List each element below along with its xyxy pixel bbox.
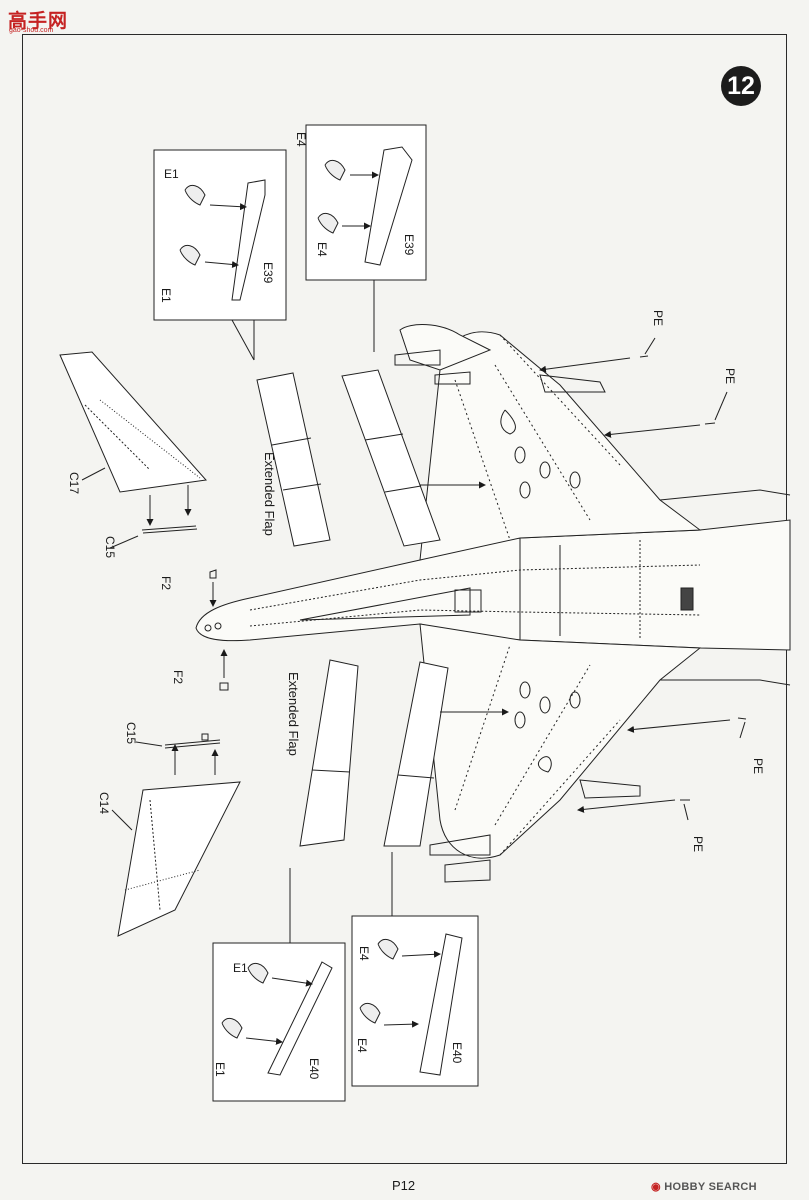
label-e1-a: E1 bbox=[164, 167, 179, 181]
publisher-mark: ◉ HOBBY SEARCH bbox=[651, 1180, 757, 1193]
part-c17 bbox=[59, 351, 207, 534]
watermark-url: gao-shou.com bbox=[9, 27, 54, 34]
lower-wing bbox=[419, 623, 791, 883]
upper-extended-flaps bbox=[256, 369, 486, 547]
label-c14: C14 bbox=[97, 792, 111, 814]
label-e39-b: E39 bbox=[402, 234, 416, 256]
label-e1-c: E1 bbox=[233, 961, 248, 975]
detail-box-lower-left bbox=[212, 868, 346, 1102]
label-pe-3: PE bbox=[751, 758, 765, 774]
parts-f2 bbox=[209, 569, 229, 691]
label-e1-d: E1 bbox=[213, 1062, 227, 1077]
label-e4-c: E4 bbox=[357, 946, 371, 961]
label-c15-a: C15 bbox=[103, 536, 117, 558]
label-extended-flap-upper: Extended Flap bbox=[262, 452, 277, 536]
label-e39-a: E39 bbox=[261, 262, 275, 284]
label-e1-b: E1 bbox=[159, 288, 173, 303]
watermark-logo: 高手网 bbox=[8, 11, 69, 32]
label-e40-b: E40 bbox=[450, 1042, 464, 1064]
fuselage bbox=[195, 519, 791, 651]
label-e40-a: E40 bbox=[307, 1058, 321, 1080]
page-number: P12 bbox=[392, 1178, 416, 1193]
leader-lines bbox=[81, 337, 746, 831]
label-e4-d: E4 bbox=[355, 1038, 369, 1053]
label-e4-a: E4 bbox=[294, 132, 308, 147]
label-c15-b: C15 bbox=[124, 722, 138, 744]
detail-box-upper-right bbox=[305, 124, 427, 352]
label-c17: C17 bbox=[67, 472, 81, 494]
label-pe-4: PE bbox=[691, 836, 705, 852]
lower-extended-flaps bbox=[299, 659, 509, 847]
label-pe-1: PE bbox=[651, 310, 665, 326]
label-f2-a: F2 bbox=[159, 576, 173, 590]
part-c14 bbox=[117, 733, 241, 937]
publisher-text: HOBBY SEARCH bbox=[664, 1181, 757, 1193]
pe-parts bbox=[539, 355, 747, 813]
detail-box-upper-left bbox=[153, 149, 287, 361]
upper-wing bbox=[394, 324, 791, 561]
hobby-search-icon: ◉ bbox=[651, 1181, 661, 1193]
step-number-badge: 12 bbox=[721, 66, 761, 106]
detail-box-lower-right bbox=[351, 852, 479, 1087]
label-e4-b: E4 bbox=[315, 242, 329, 257]
label-f2-b: F2 bbox=[171, 670, 185, 684]
callout-labels: Extended Flap Extended Flap E1 E1 E39 E4… bbox=[67, 132, 765, 1080]
label-extended-flap-lower: Extended Flap bbox=[286, 672, 301, 756]
label-pe-2: PE bbox=[723, 368, 737, 384]
